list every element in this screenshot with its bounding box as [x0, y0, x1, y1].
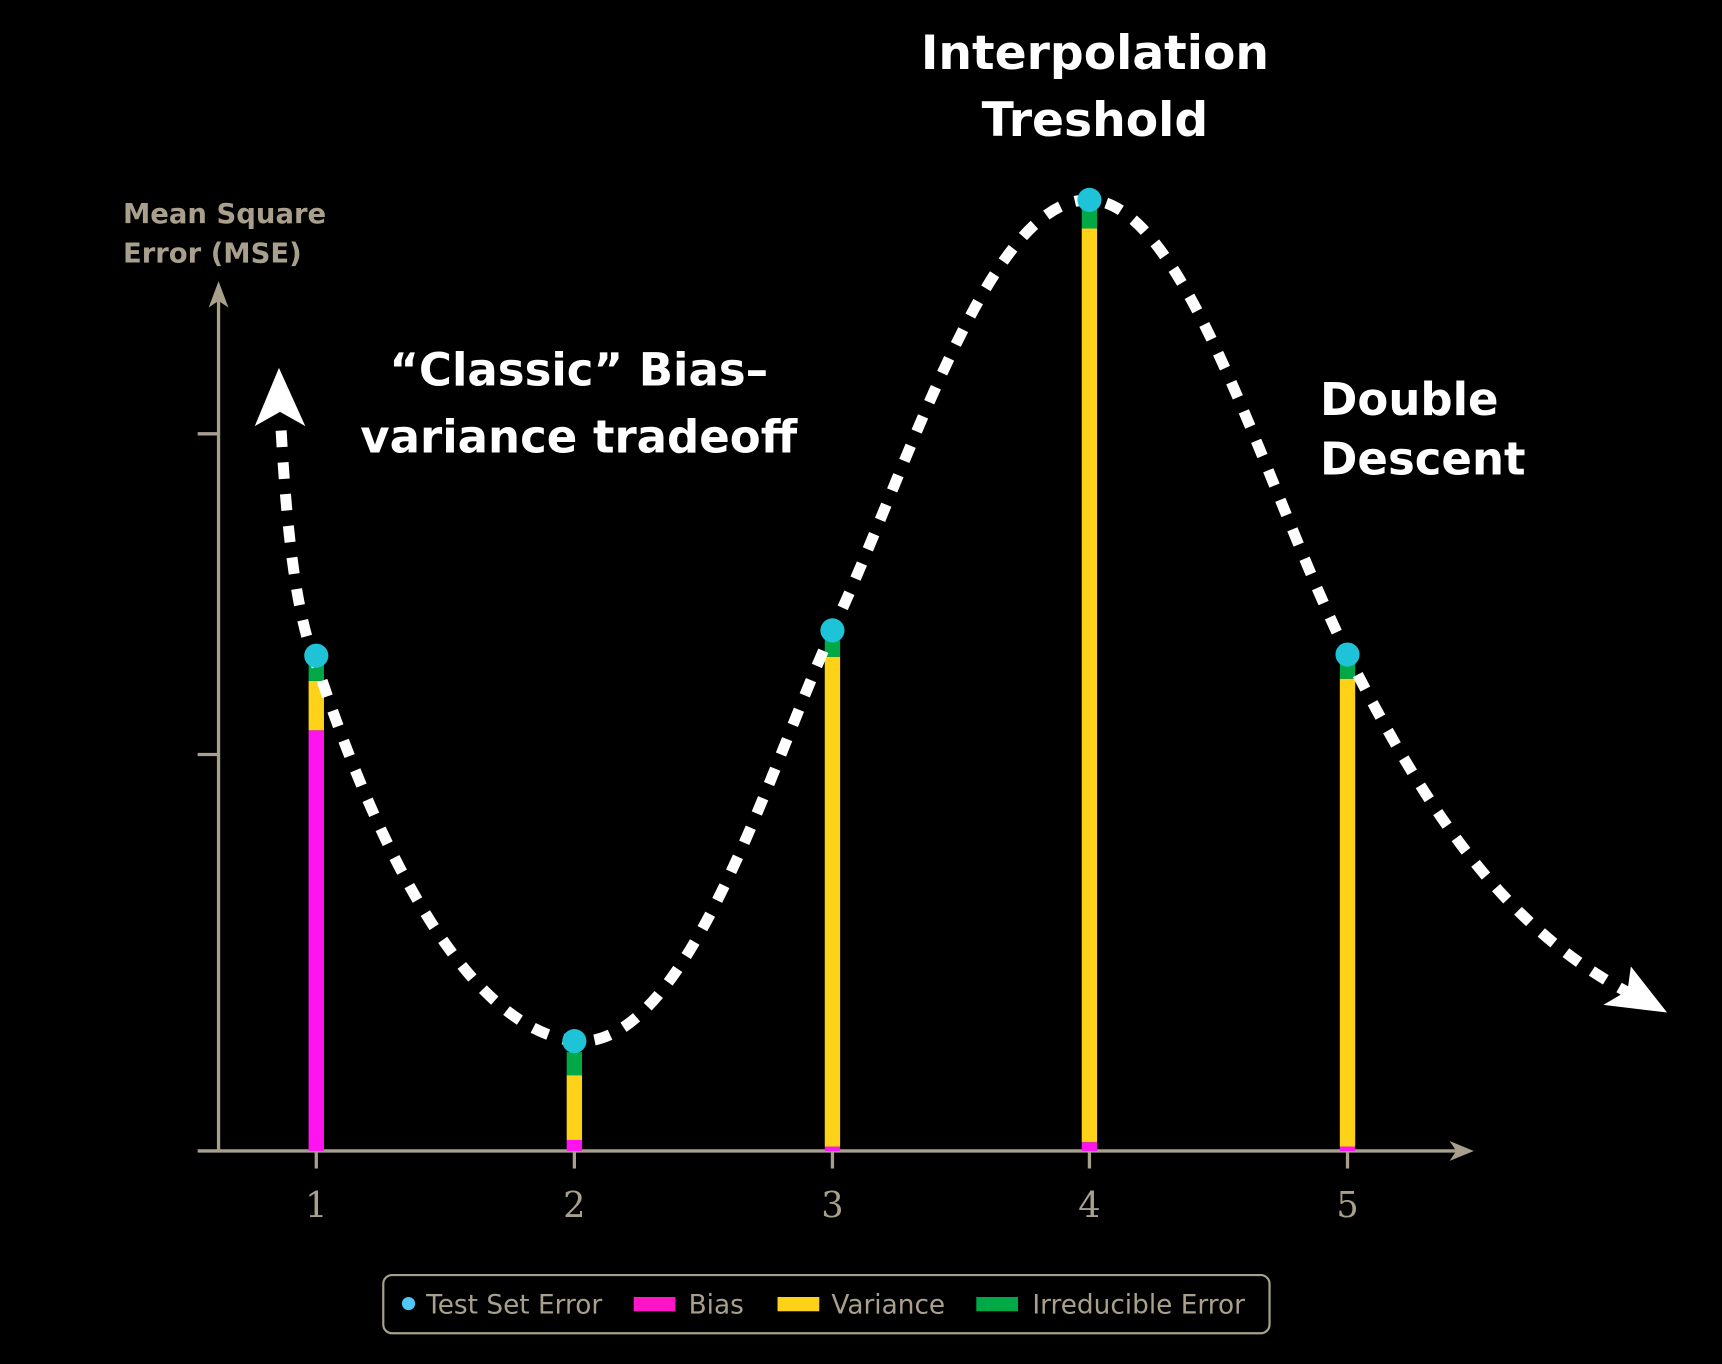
- legend-marker-irreducible-error: [976, 1297, 1019, 1312]
- annotation-interpolation-line1: Interpolation: [921, 26, 1269, 81]
- bar-variance-2: [566, 1075, 583, 1140]
- legend-marker-bias: [633, 1297, 676, 1312]
- curve-arrow-right-icon: [1603, 966, 1668, 1013]
- bar-variance-3: [824, 656, 841, 1147]
- bar-irreducible-error-1: [308, 664, 324, 681]
- legend: Test Set Error Bias Variance Irreducible…: [382, 1273, 1271, 1335]
- bar-variance-4: [1081, 228, 1098, 1143]
- test-set-error-point-2: [562, 1029, 587, 1054]
- legend-label-irreducible-error: Irreducible Error: [1032, 1290, 1245, 1320]
- annotation-interpolation-line2: Treshold: [982, 93, 1208, 148]
- bar-irreducible-error-2: [566, 1052, 583, 1076]
- y-axis-arrow-icon: [208, 281, 229, 308]
- test-set-error-point-1: [304, 643, 329, 668]
- test-error-trend-curve: [275, 194, 1634, 1047]
- test-set-error-point-3: [820, 618, 845, 643]
- bar-irreducible-error-4: [1081, 206, 1098, 229]
- legend-marker-variance: [777, 1297, 820, 1312]
- annotation-classic-line2: variance tradeoff: [360, 410, 797, 463]
- x-axis-arrow-icon: [1449, 1141, 1474, 1161]
- bar-variance-1: [308, 680, 324, 731]
- y-axis-label-line1: Mean Square: [123, 199, 326, 230]
- bar-bias-4: [1081, 1142, 1098, 1151]
- x-tick-label-1: 1: [305, 1185, 327, 1226]
- bar-variance-5: [1339, 678, 1356, 1147]
- x-tick-label-4: 4: [1078, 1185, 1100, 1226]
- curve-arrow-up-icon: [254, 367, 306, 427]
- test-set-error-point-4: [1077, 187, 1102, 212]
- bar-bias-1: [308, 730, 324, 1151]
- y-axis-label-line2: Error (MSE): [123, 238, 302, 269]
- bar-bias-3: [824, 1146, 841, 1151]
- legend-label-test-set-error: Test Set Error: [425, 1290, 602, 1320]
- x-tick-label-2: 2: [563, 1185, 585, 1226]
- annotation-double-line2: Descent: [1320, 432, 1525, 485]
- test-set-error-point-5: [1335, 642, 1360, 667]
- annotation-classic-line1: “Classic” Bias–: [389, 343, 768, 396]
- x-tick-label-3: 3: [821, 1185, 843, 1226]
- legend-marker-test-set-error: [401, 1297, 416, 1311]
- legend-label-bias: Bias: [689, 1290, 744, 1320]
- bar-bias-2: [566, 1139, 583, 1151]
- x-tick-label-5: 5: [1336, 1185, 1358, 1226]
- bar-irreducible-error-3: [824, 640, 841, 657]
- annotation-double-line1: Double: [1320, 373, 1499, 426]
- legend-label-variance: Variance: [831, 1290, 945, 1320]
- bar-bias-5: [1339, 1146, 1356, 1151]
